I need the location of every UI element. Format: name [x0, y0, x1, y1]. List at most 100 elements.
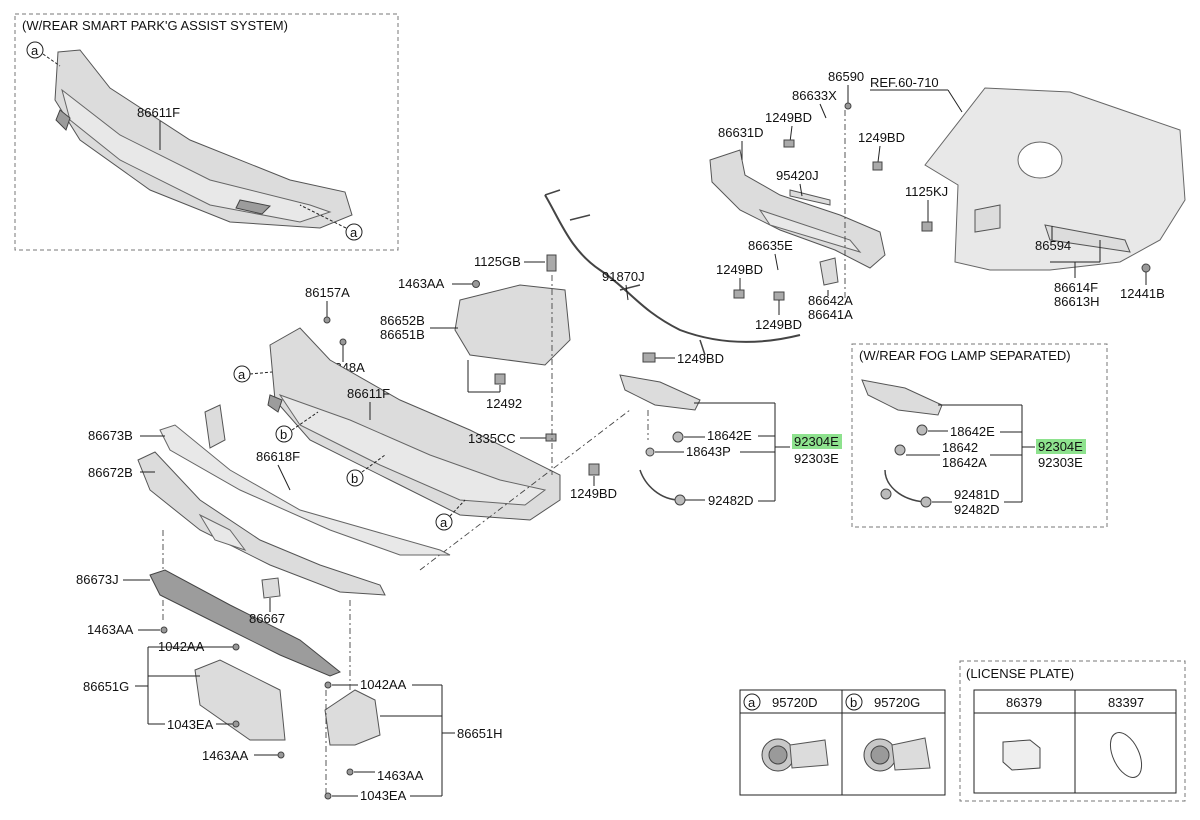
fog-wiring-drawing: [884, 469, 926, 503]
parking-sensor-b-drawing: [863, 737, 931, 772]
label-92303E: 92303E: [794, 451, 839, 466]
label-1125KJ: 1125KJ: [905, 184, 948, 199]
callout-a-main-letter: a: [238, 367, 246, 382]
label-18642E: 18642E: [707, 428, 752, 443]
callout-a-inset-top: [26, 41, 44, 59]
park-assist-inset-title: (W/REAR SMART PARK'G ASSIST SYSTEM): [22, 18, 288, 33]
label-12441B: 12441B: [1120, 286, 1165, 301]
callout-b-right: [346, 469, 364, 487]
fog-lamp-inset-title: (W/REAR FOG LAMP SEPARATED): [859, 348, 1071, 363]
highlight-fog-92304E: [1036, 439, 1086, 454]
corner-cover-drawing: [454, 284, 571, 366]
license-col1-part: 86379: [1006, 695, 1042, 710]
label-86635E: 86635E: [748, 238, 793, 253]
sensor-col-b-letter: b: [850, 695, 857, 710]
sensor-col-a-letter: a: [748, 695, 756, 710]
label-1043EA-1: 1043EA: [167, 717, 214, 732]
reflector-strip-drawing: [159, 424, 451, 556]
label-fog-92303E: 92303E: [1038, 455, 1083, 470]
license-plate-inset-box: [959, 660, 1186, 802]
label-86667: 86667: [249, 611, 285, 626]
license-col2-part: 83397: [1108, 695, 1144, 710]
garnish-86673J-drawing: [149, 569, 341, 677]
rail-bracket-drawing: [709, 149, 886, 269]
callout-b-left: [275, 425, 293, 443]
bracket-86618F-drawing: [204, 404, 226, 449]
label-92304E: 92304E: [794, 434, 839, 449]
license-plate-inset-title: (LICENSE PLATE): [966, 666, 1074, 681]
label-86651G: 86651G: [83, 679, 129, 694]
label-1125GB: 1125GB: [474, 254, 521, 269]
license-table: 86379 83397: [973, 689, 1177, 794]
quarter-panel-drawing: [924, 87, 1186, 271]
label-86672B: 86672B: [88, 465, 133, 480]
label-86611F-inset: 86611F: [137, 105, 180, 120]
label-86613H: 86613H: [1054, 294, 1100, 309]
undercover-86651H-drawing: [324, 689, 381, 746]
label-91870J: 91870J: [602, 269, 645, 284]
label-86631D: 86631D: [718, 125, 764, 140]
fog-lamp-drawing: [861, 379, 943, 416]
undercover-86651G-drawing: [194, 659, 286, 741]
label-86673B: 86673B: [88, 428, 133, 443]
callout-a-inset-bottom: [345, 223, 363, 241]
bulb-icon: [672, 431, 684, 443]
label-1249BD-5: 1249BD: [677, 351, 724, 366]
label-86614F: 86614F: [1054, 280, 1098, 295]
inset-bumper-drawing: [54, 49, 353, 229]
label-86633X: 86633X: [792, 88, 837, 103]
fog-bulb-icon: [916, 424, 928, 436]
clip-86642A-drawing: [819, 257, 839, 286]
label-1335CC: 1335CC: [468, 431, 516, 446]
wiring-harness-drawing: [544, 194, 801, 343]
lower-skirt-drawing: [137, 451, 386, 596]
label-86618F: 86618F: [256, 449, 300, 464]
fog-lamp-inset-box: [851, 343, 1108, 528]
label-fog-92304E: 92304E: [1038, 439, 1083, 454]
callout-a-inset-bottom-letter: a: [350, 225, 358, 240]
label-86641A: 86641A: [808, 307, 853, 322]
sensor-col-b-part: 95720G: [874, 695, 920, 710]
main-bumper-drawing: [267, 327, 561, 521]
park-assist-inset-box: [14, 13, 399, 251]
label-86590: 86590: [828, 69, 864, 84]
socket-icon: [645, 447, 655, 457]
license-lamp-drawing: [1002, 739, 1041, 771]
label-12492: 12492: [486, 396, 522, 411]
label-86594: 86594: [1035, 238, 1071, 253]
label-1042AA-2: 1042AA: [360, 677, 407, 692]
label-1463AA-2: 1463AA: [87, 622, 134, 637]
license-gasket-drawing: [1109, 732, 1143, 778]
label-1043EA-2: 1043EA: [360, 788, 407, 803]
label-1249BD-6: 1249BD: [570, 486, 617, 501]
label-1463AA-4: 1463AA: [377, 768, 424, 783]
parking-sensor-a-drawing: [761, 738, 829, 772]
callout-a-inset-top-letter: a: [31, 43, 39, 58]
clip-86667-drawing: [261, 577, 281, 599]
label-18643P: 18643P: [686, 444, 731, 459]
label-86642A: 86642A: [808, 293, 853, 308]
sensor-table: a 95720D b 95720G: [739, 689, 946, 796]
label-fog-18642E: 18642E: [950, 424, 995, 439]
highlight-92304E: [792, 434, 842, 449]
label-1249BD-1: 1249BD: [765, 110, 812, 125]
label-1463AA-1: 1463AA: [398, 276, 445, 291]
label-fog-18642: 18642: [942, 440, 978, 455]
fog-bulb2-icon: [894, 444, 906, 456]
callout-a-lower: [435, 513, 453, 531]
rear-lamp-drawing: [619, 374, 701, 411]
sensor-col-a-part: 95720D: [772, 695, 818, 710]
label-ref-60-710: REF.60-710: [870, 75, 939, 90]
callout-a-lower-letter: a: [440, 515, 448, 530]
label-fog-92482D: 92482D: [954, 502, 1000, 517]
lamp-wiring-drawing: [639, 469, 681, 501]
label-fog-18642A: 18642A: [942, 455, 987, 470]
label-86652B: 86652B: [380, 313, 425, 328]
label-86157A: 86157A: [305, 285, 350, 300]
label-1249BD-3: 1249BD: [716, 262, 763, 277]
label-86651B: 86651B: [380, 327, 425, 342]
label-fog-92481D: 92481D: [954, 487, 1000, 502]
label-86611F: 86611F: [347, 386, 390, 401]
callout-b-right-letter: b: [351, 471, 358, 486]
